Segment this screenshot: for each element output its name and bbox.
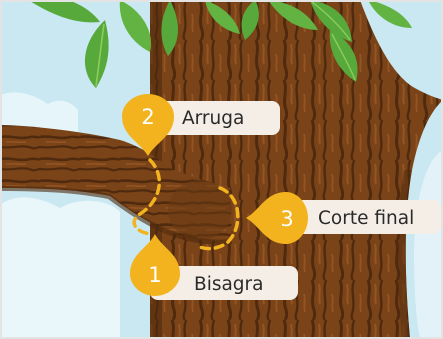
callout-label: Arruga — [182, 108, 244, 129]
callout-number: 1 — [148, 263, 161, 287]
callout-number: 3 — [280, 207, 293, 231]
callout-number: 2 — [141, 105, 154, 129]
callout-label: Bisagra — [194, 274, 264, 295]
callout-label: Corte final — [318, 208, 414, 229]
